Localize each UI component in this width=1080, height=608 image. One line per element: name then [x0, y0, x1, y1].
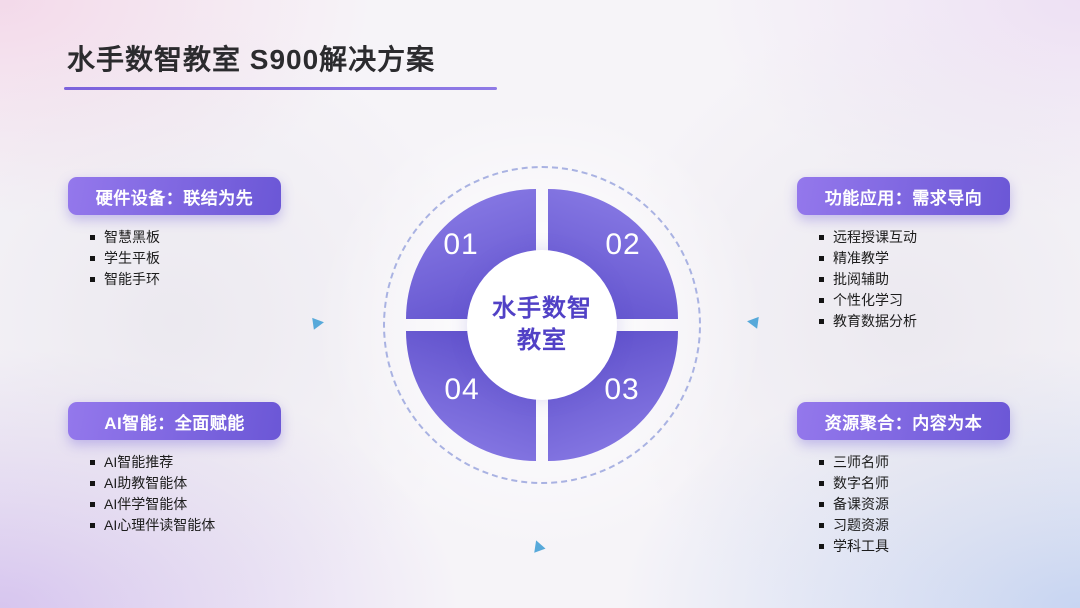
- list-item: AI伴学智能体: [90, 497, 308, 511]
- bullet-icon: [819, 502, 824, 507]
- list-item: 教育数据分析: [819, 314, 1037, 328]
- list-item: 备课资源: [819, 497, 1037, 511]
- list-item: 数字名师: [819, 476, 1037, 490]
- hub-title-line1: 水手数智: [492, 295, 592, 322]
- list-item: 智能手环: [90, 272, 308, 286]
- bullet-icon: [819, 319, 824, 324]
- list-item-text: 学生平板: [104, 250, 160, 266]
- list-item: 远程授课互动: [819, 230, 1037, 244]
- bullet-icon: [90, 523, 95, 528]
- section-header-functions: 功能应用：需求导向: [797, 177, 1010, 215]
- list-item-text: AI伴学智能体: [104, 496, 188, 512]
- bullet-icon: [90, 256, 95, 261]
- section-header-hardware: 硬件设备：联结为先: [68, 177, 281, 215]
- bullet-icon: [819, 298, 824, 303]
- flow-arrow-right-icon: [746, 315, 759, 329]
- bullet-icon: [819, 544, 824, 549]
- list-item-text: 三师名师: [833, 454, 889, 470]
- list-item-text: AI助教智能体: [104, 475, 188, 491]
- bullet-icon: [90, 235, 95, 240]
- ai-list: AI智能推荐 AI助教智能体 AI伴学智能体 AI心理伴读智能体: [90, 455, 308, 532]
- list-item-text: 智慧黑板: [104, 229, 160, 245]
- hardware-list: 智慧黑板 学生平板 智能手环: [90, 230, 308, 286]
- list-item: 精准教学: [819, 251, 1037, 265]
- list-item: AI智能推荐: [90, 455, 308, 469]
- list-item: AI心理伴读智能体: [90, 518, 308, 532]
- quadrant-number: 01: [443, 228, 479, 261]
- list-item: 学生平板: [90, 251, 308, 265]
- dashed-ring: [383, 166, 701, 484]
- bullet-icon: [819, 523, 824, 528]
- flow-arrow-left-icon: [312, 316, 325, 330]
- list-item-text: 习题资源: [833, 517, 889, 533]
- list-item: 个性化学习: [819, 293, 1037, 307]
- list-item-text: 个性化学习: [833, 292, 903, 308]
- functions-list: 远程授课互动 精准教学 批阅辅助 个性化学习 教育数据分析: [819, 230, 1037, 328]
- quadrant-number: 02: [605, 228, 641, 261]
- hub-title-line2: 教室: [517, 327, 567, 354]
- list-item-text: AI智能推荐: [104, 454, 174, 470]
- title-underline: [64, 87, 497, 90]
- center-hub: 水手数智 教室: [467, 250, 617, 400]
- section-resources: 资源聚合：内容为本 三师名师 数字名师 备课资源 习题资源 学科工具: [797, 402, 1037, 553]
- list-item-text: 教育数据分析: [833, 313, 917, 329]
- list-item-text: 批阅辅助: [833, 271, 889, 287]
- list-item: 智慧黑板: [90, 230, 308, 244]
- list-item: 三师名师: [819, 455, 1037, 469]
- section-functions: 功能应用：需求导向 远程授课互动 精准教学 批阅辅助 个性化学习 教育数据分析: [797, 177, 1037, 328]
- bullet-icon: [819, 277, 824, 282]
- list-item-text: 智能手环: [104, 271, 160, 287]
- bullet-icon: [90, 502, 95, 507]
- list-item-text: 精准教学: [833, 250, 889, 266]
- bullet-icon: [90, 460, 95, 465]
- list-item: 学科工具: [819, 539, 1037, 553]
- list-item-text: 远程授课互动: [833, 229, 917, 245]
- list-item: AI助教智能体: [90, 476, 308, 490]
- section-header-ai: AI智能：全面赋能: [68, 402, 281, 440]
- bullet-icon: [90, 481, 95, 486]
- bullet-icon: [819, 235, 824, 240]
- page-title: 水手数智教室 S900解决方案: [67, 44, 436, 75]
- list-item: 习题资源: [819, 518, 1037, 532]
- bullet-icon: [90, 277, 95, 282]
- quadrant-number: 03: [604, 373, 640, 406]
- resources-list: 三师名师 数字名师 备课资源 习题资源 学科工具: [819, 455, 1037, 553]
- list-item-text: 备课资源: [833, 496, 889, 512]
- flow-arrow-bottom-icon: [530, 538, 546, 553]
- bullet-icon: [819, 481, 824, 486]
- section-hardware: 硬件设备：联结为先 智慧黑板 学生平板 智能手环: [68, 177, 308, 286]
- list-item: 批阅辅助: [819, 272, 1037, 286]
- section-header-resources: 资源聚合：内容为本: [797, 402, 1010, 440]
- section-ai: AI智能：全面赋能 AI智能推荐 AI助教智能体 AI伴学智能体 AI心理伴读智…: [68, 402, 308, 532]
- list-item-text: 学科工具: [833, 538, 889, 554]
- bullet-icon: [819, 460, 824, 465]
- quadrant-number: 04: [444, 373, 480, 406]
- list-item-text: 数字名师: [833, 475, 889, 491]
- bullet-icon: [819, 256, 824, 261]
- list-item-text: AI心理伴读智能体: [104, 517, 216, 533]
